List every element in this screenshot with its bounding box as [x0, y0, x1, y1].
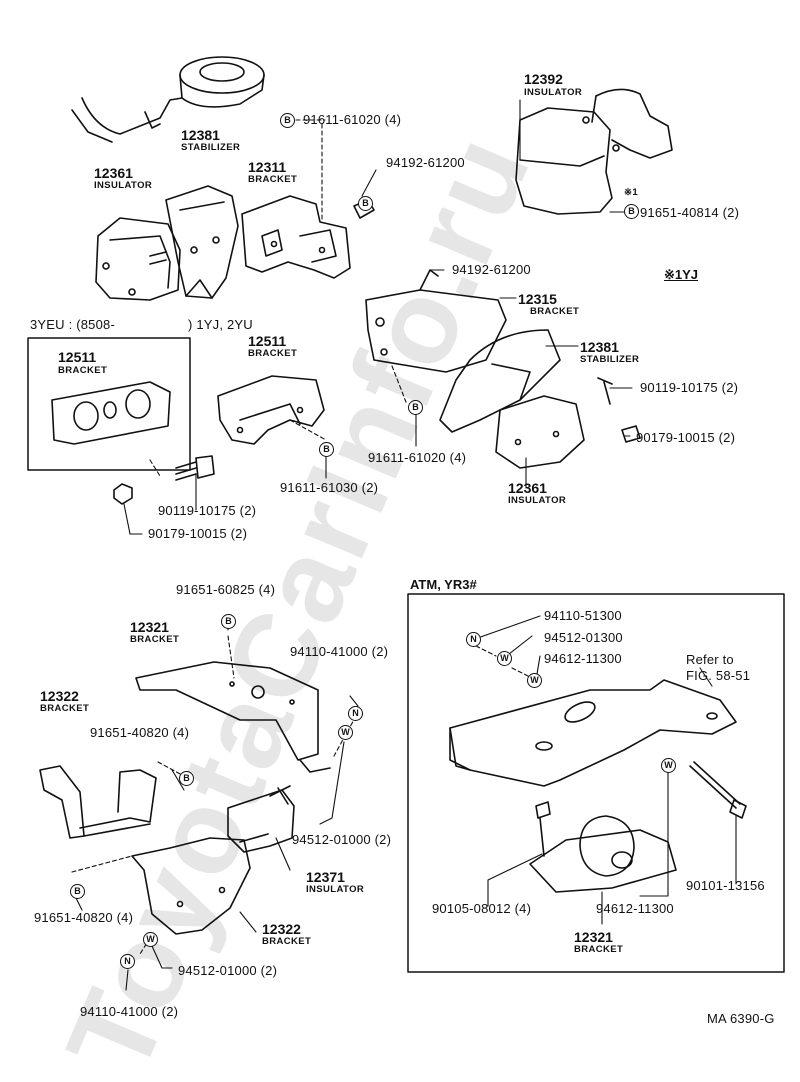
part-number: 94192-61200: [452, 262, 531, 277]
part-code: 12381: [181, 127, 220, 143]
part-code: 12322: [262, 921, 301, 937]
part-number: 90179-10015 (2): [636, 430, 736, 445]
bracket-atm-drawing: [449, 679, 737, 787]
part-number: 94612-11300: [596, 901, 674, 916]
bracket-12322-upper-drawing: [39, 765, 157, 839]
part-code: 12381: [580, 339, 619, 355]
part-number: 94110-51300: [544, 608, 622, 623]
bracket-12511-drawing: [217, 375, 325, 445]
leader-lines: [71, 99, 737, 991]
part-code: 12511: [248, 333, 287, 349]
part-name: STABILIZER: [181, 142, 241, 153]
badge-b: B: [624, 204, 639, 219]
insulator-12361-left-drawing: [95, 217, 181, 301]
badge-n: N: [466, 632, 481, 647]
part-number: 94512-01000 (2): [178, 963, 278, 978]
box-3yeu: [27, 337, 191, 471]
part-name: BRACKET: [40, 703, 90, 714]
box-atm: [407, 593, 785, 973]
part-code: 12361: [508, 480, 547, 496]
part-name: BRACKET: [130, 634, 180, 645]
part-number: 94612-11300: [544, 651, 622, 666]
bracket-12321-drawing: [135, 661, 331, 773]
badge-w: W: [338, 725, 353, 740]
radiator-hose-drawing: [71, 56, 265, 143]
bracket-12511-inset-drawing: [51, 381, 171, 445]
part-number: 90105-08012 (4): [432, 901, 532, 916]
part-number: 90101-13156: [686, 878, 765, 893]
part-code: 12322: [40, 688, 79, 704]
insulator-12392-drawing: [515, 88, 673, 215]
badge-b: B: [408, 400, 423, 415]
part-number: 94512-01000 (2): [292, 832, 392, 847]
part-number: 94110-41000 (2): [80, 1004, 179, 1019]
part-name: BRACKET: [58, 365, 108, 376]
part-code: 12321: [130, 619, 169, 635]
insulator-12371-drawing: [227, 785, 295, 853]
section-atm: ATM, YR3#: [410, 577, 477, 592]
part-name: INSULATOR: [524, 87, 583, 98]
badge-w: W: [143, 932, 158, 947]
bolt-left-drawing: [113, 455, 215, 505]
part-name: BRACKET: [530, 306, 580, 317]
part-number: 91611-61020 (4): [303, 112, 402, 127]
part-code: 12321: [574, 929, 613, 945]
part-number: 91651-40814 (2): [640, 205, 740, 220]
part-number: 90179-10015 (2): [148, 526, 248, 541]
badge-n: N: [120, 954, 135, 969]
badge-n: N: [348, 706, 363, 721]
part-name: INSULATOR: [508, 495, 567, 506]
part-number: 91611-61020 (4): [368, 450, 467, 465]
part-name: STABILIZER: [580, 354, 640, 365]
part-code: 12392: [524, 71, 563, 87]
part-name: BRACKET: [262, 936, 312, 947]
part-number: 91651-40820 (4): [90, 725, 190, 740]
section-3yeu: 3YEU : (8508-: [30, 317, 115, 332]
part-name: BRACKET: [574, 944, 624, 955]
part-number: 94192-61200: [386, 155, 465, 170]
refer-to: Refer to: [686, 652, 734, 667]
note-mark: ※1: [624, 187, 639, 198]
part-number: 91611-61030 (2): [280, 480, 379, 495]
section-3yeu-tail: ) 1YJ, 2YU: [188, 317, 253, 332]
badge-w: W: [527, 673, 542, 688]
part-name: INSULATOR: [94, 180, 153, 191]
refer-fig: FIG. 58-51: [686, 668, 751, 683]
part-name: BRACKET: [248, 348, 298, 359]
badge-w: W: [661, 758, 676, 773]
part-code: 12371: [306, 869, 345, 885]
stabilizer-12381-drawing: [165, 185, 239, 299]
part-number: 90119-10175 (2): [158, 503, 257, 518]
part-code: 12311: [248, 159, 287, 175]
badge-b: B: [221, 614, 236, 629]
part-number: 90119-10175 (2): [640, 380, 739, 395]
badge-b: B: [280, 113, 295, 128]
part-name: INSULATOR: [306, 884, 365, 895]
part-code: 12361: [94, 165, 133, 181]
badge-b: B: [179, 771, 194, 786]
figure-code: MA 6390-G: [707, 1011, 775, 1026]
part-number: 91651-40820 (4): [34, 910, 134, 925]
part-number: 94110-41000 (2): [290, 644, 389, 659]
badge-b: B: [70, 884, 85, 899]
header-1yj: ※1YJ: [664, 267, 699, 282]
bolt-atm-drawing: [535, 761, 747, 857]
badge-b: B: [319, 442, 334, 457]
bracket-12311-drawing: [241, 195, 375, 279]
insulator-12321-atm-drawing: [529, 815, 677, 893]
badge-c-bolt: B: [358, 196, 373, 211]
part-number: 94512-01300: [544, 630, 623, 645]
part-code: 12315: [518, 291, 557, 307]
part-number: 91651-60825 (4): [176, 582, 276, 597]
part-code: 12511: [58, 349, 97, 365]
badge-w: W: [497, 651, 512, 666]
part-name: BRACKET: [248, 174, 298, 185]
bracket-12322-lower-drawing: [131, 837, 251, 935]
mount-cluster-right-drawing: [365, 269, 641, 469]
